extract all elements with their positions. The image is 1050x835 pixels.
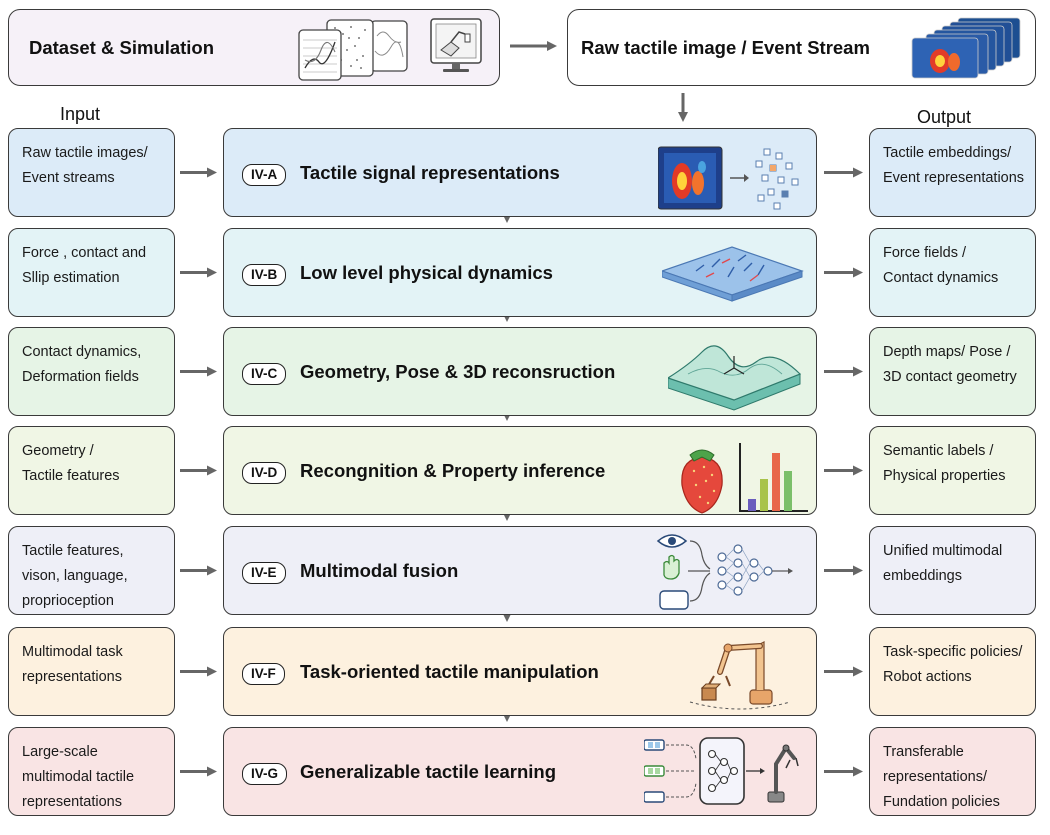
- output-box-iv-b: Force fields / Contact dynamics: [869, 228, 1036, 317]
- input-box-iv-f: Multimodal task representations: [8, 627, 175, 716]
- output-text: Semantic labels / Physical properties: [883, 443, 1006, 484]
- raw-stream-title: Raw tactile image / Event Stream: [581, 37, 870, 58]
- terrain-surface-icon: [668, 345, 802, 411]
- stage-title: Generalizable tactile learning: [300, 761, 557, 782]
- input-text: Multimodal task representations: [22, 644, 123, 685]
- input-text: Contact dynamics, Deformation fields: [22, 344, 142, 385]
- stage-title: Tactile signal representations: [300, 162, 560, 183]
- input-text: Geometry / Tactile features: [22, 443, 120, 484]
- event-stream-frames-icon: [911, 17, 1021, 79]
- input-text: Large-scale multimodal tactile represent…: [22, 744, 135, 810]
- input-box-iv-g: Large-scale multimodal tactile represent…: [8, 727, 175, 816]
- input-column-header: Input: [60, 104, 101, 124]
- output-box-iv-e: Unified multimodal embeddings: [869, 526, 1036, 615]
- output-column-header: Output: [917, 107, 972, 127]
- input-box-iv-a: Raw tactile images/ Event streams: [8, 128, 175, 217]
- stage-box-iv-e: IV-E Multimodal fusion: [223, 526, 817, 615]
- stage-tag-badge: IV-E: [242, 562, 286, 584]
- output-text: Tactile embeddings/ Event representation…: [883, 145, 1025, 186]
- stage-tag-badge: IV-D: [242, 462, 287, 484]
- heatmap-to-points-icon: [658, 146, 799, 210]
- network-to-robot-icon: [644, 737, 799, 805]
- output-text: Force fields / Contact dynamics: [883, 245, 999, 286]
- output-box-iv-f: Task-specific policies/ Robot actions: [869, 627, 1036, 716]
- stage-tag-badge: IV-C: [242, 363, 287, 385]
- stage-box-iv-a: IV-A Tactile signal representations: [223, 128, 817, 217]
- stage-title: Task-oriented tactile manipulation: [300, 661, 599, 682]
- stage-title: Low level physical dynamics: [300, 262, 553, 283]
- stage-box-iv-b: IV-B Low level physical dynamics: [223, 228, 817, 317]
- dataset-simulation-title: Dataset & Simulation: [29, 37, 215, 58]
- stage-tag-badge: IV-B: [242, 264, 287, 286]
- stage-box-iv-f: IV-F Task-oriented tactile manipulation: [223, 627, 817, 716]
- output-text: Transferable representations/ Fundation …: [883, 744, 1000, 810]
- force-field-plate-icon: [662, 246, 804, 302]
- input-text: Raw tactile images/ Event streams: [22, 145, 148, 186]
- stage-tag-badge: IV-A: [242, 164, 287, 186]
- output-text: Depth maps/ Pose / 3D contact geometry: [883, 344, 1017, 385]
- robot-arm-icon: [689, 641, 791, 710]
- input-box-iv-c: Contact dynamics, Deformation fields: [8, 327, 175, 416]
- output-box-iv-g: Transferable representations/ Fundation …: [869, 727, 1036, 816]
- stage-title: Recongnition & Property inference: [300, 460, 606, 481]
- dataset-simulation-box: Dataset & Simulation: [8, 9, 500, 86]
- input-box-iv-b: Force , contact and Sllip estimation: [8, 228, 175, 317]
- output-box-iv-a: Tactile embeddings/ Event representation…: [869, 128, 1036, 217]
- input-text: Force , contact and Sllip estimation: [22, 245, 147, 286]
- stage-box-iv-c: IV-C Geometry, Pose & 3D reconsruction: [223, 327, 817, 416]
- strawberry-bar-chart-icon: [681, 443, 808, 514]
- stage-box-iv-d: IV-D Recongnition & Property inference: [223, 426, 817, 515]
- input-box-iv-e: Tactile features, vison, language, propr…: [8, 526, 175, 615]
- dataset-charts-icon: [298, 18, 482, 81]
- stage-title: Geometry, Pose & 3D reconsruction: [300, 361, 616, 382]
- stage-tag-badge: IV-F: [242, 663, 285, 685]
- raw-stream-box: Raw tactile image / Event Stream: [567, 9, 1036, 86]
- output-box-iv-d: Semantic labels / Physical properties: [869, 426, 1036, 515]
- output-text: Unified multimodal embeddings: [883, 543, 1003, 584]
- input-text: Tactile features, vison, language, propr…: [22, 543, 128, 609]
- multimodal-network-icon: [656, 534, 793, 610]
- output-box-iv-c: Depth maps/ Pose / 3D contact geometry: [869, 327, 1036, 416]
- input-box-iv-d: Geometry / Tactile features: [8, 426, 175, 515]
- stage-tag-badge: IV-G: [242, 763, 288, 785]
- output-text: Task-specific policies/ Robot actions: [883, 644, 1023, 685]
- stage-box-iv-g: IV-G Generalizable tactile learning: [223, 727, 817, 816]
- stage-title: Multimodal fusion: [300, 560, 459, 581]
